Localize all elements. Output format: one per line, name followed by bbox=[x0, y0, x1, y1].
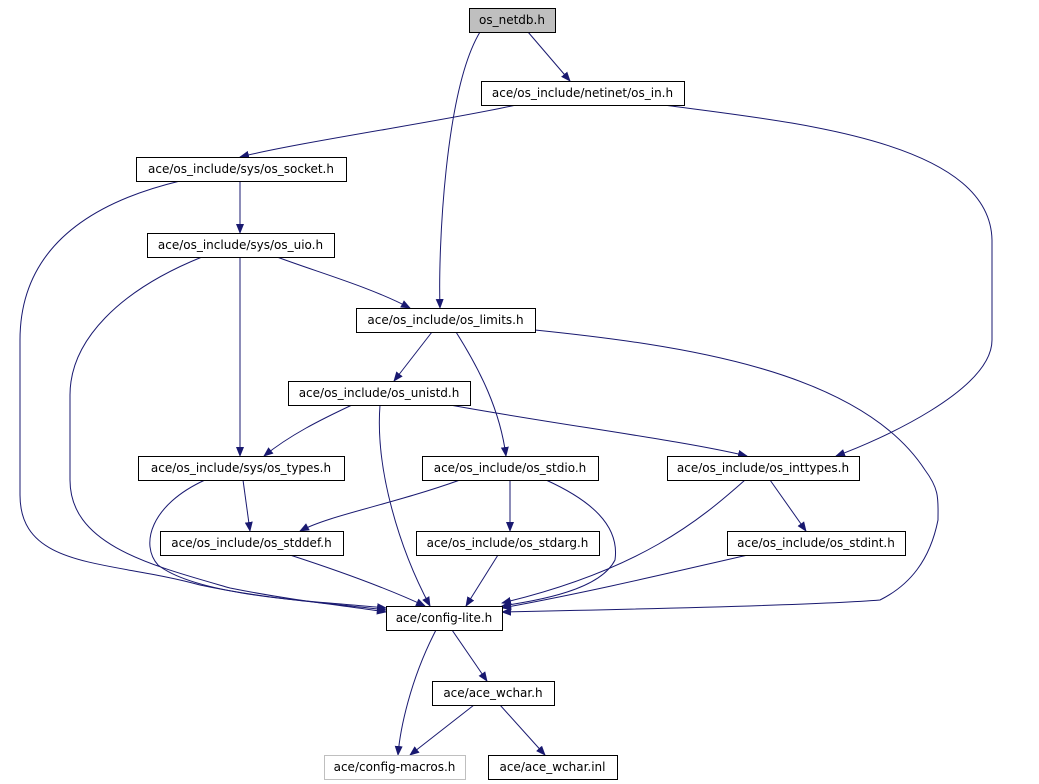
edge-os_stddef-to-config_lite bbox=[289, 554, 426, 607]
node-os-socket[interactable]: ace/os_include/sys/os_socket.h bbox=[136, 157, 347, 182]
node-box bbox=[488, 755, 618, 780]
edge-os_uio-to-os_limits bbox=[276, 256, 411, 309]
edge-os_limits-to-os_stdio bbox=[455, 331, 509, 457]
node-ace-wchar-inl[interactable]: ace/ace_wchar.inl bbox=[488, 755, 618, 780]
node-box bbox=[288, 381, 471, 406]
node-label: ace/os_include/os_stddef.h bbox=[171, 536, 331, 550]
node-label: ace/config-lite.h bbox=[396, 611, 493, 625]
node-box bbox=[324, 755, 466, 780]
node-os-stdint[interactable]: ace/os_include/os_stdint.h bbox=[727, 531, 906, 556]
edge-config_lite-to-config_macros bbox=[394, 629, 437, 756]
node-os-unistd[interactable]: ace/os_include/os_unistd.h bbox=[288, 381, 471, 406]
edge-os_unistd-to-os_inttypes bbox=[449, 404, 748, 458]
node-label: ace/os_include/os_inttypes.h bbox=[677, 461, 849, 475]
node-label: ace/os_include/os_stdarg.h bbox=[427, 536, 589, 550]
edge-os_types-to-os_stddef bbox=[242, 479, 253, 532]
node-box bbox=[147, 233, 335, 258]
node-os-stdio[interactable]: ace/os_include/os_stdio.h bbox=[422, 456, 599, 481]
node-os-inttypes[interactable]: ace/os_include/os_inttypes.h bbox=[667, 456, 860, 481]
node-label: ace/os_include/sys/os_types.h bbox=[151, 461, 331, 475]
node-os-netdb[interactable]: os_netdb.h bbox=[469, 8, 556, 33]
node-os-in[interactable]: ace/os_include/netinet/os_in.h bbox=[481, 81, 685, 106]
edge-os_netdb-to-os_in bbox=[527, 31, 571, 82]
node-box bbox=[727, 531, 906, 556]
node-label: ace/os_include/os_unistd.h bbox=[299, 386, 460, 400]
edge-os_stdio-to-config_lite bbox=[501, 479, 617, 609]
node-ace-wchar[interactable]: ace/ace_wchar.h bbox=[432, 681, 555, 706]
node-label: ace/config-macros.h bbox=[334, 760, 456, 774]
edge-os_in-to-os_inttypes bbox=[663, 104, 993, 457]
node-label: ace/os_include/netinet/os_in.h bbox=[492, 86, 673, 100]
edge-ace_wchar-to-config_macros bbox=[409, 704, 475, 756]
node-label: ace/os_include/os_limits.h bbox=[367, 313, 523, 327]
edge-os_in-to-os_socket bbox=[239, 104, 517, 159]
node-box bbox=[432, 681, 555, 706]
node-box bbox=[416, 531, 600, 556]
node-box bbox=[356, 308, 536, 333]
node-box bbox=[481, 81, 685, 106]
node-os-types[interactable]: ace/os_include/sys/os_types.h bbox=[138, 456, 345, 481]
edge-config_lite-to-ace_wchar bbox=[451, 629, 488, 682]
node-box bbox=[667, 456, 860, 481]
edge-os_types-to-config_lite bbox=[149, 479, 387, 612]
edge-os_stdint-to-config_lite bbox=[501, 554, 749, 611]
node-label: ace/os_include/os_stdint.h bbox=[737, 536, 895, 550]
node-box bbox=[422, 456, 599, 481]
node-label: ace/ace_wchar.h bbox=[443, 686, 542, 700]
edge-os_limits-to-config_lite bbox=[501, 329, 939, 616]
node-box bbox=[469, 8, 556, 33]
edge-os_inttypes-to-os_stdint bbox=[769, 479, 807, 532]
node-config-lite[interactable]: ace/config-lite.h bbox=[386, 606, 503, 631]
node-box bbox=[160, 531, 344, 556]
edge-os_inttypes-to-config_lite bbox=[501, 479, 746, 605]
node-label: ace/os_include/sys/os_uio.h bbox=[158, 238, 323, 252]
node-os-stddef[interactable]: ace/os_include/os_stddef.h bbox=[160, 531, 344, 556]
edge-os_unistd-to-config_lite bbox=[378, 404, 431, 607]
edge-os_limits-to-os_unistd bbox=[393, 331, 433, 382]
node-box bbox=[138, 456, 345, 481]
edge-os_stdarg-to-config_lite bbox=[465, 554, 499, 607]
node-label: ace/os_include/os_stdio.h bbox=[434, 461, 587, 475]
edge-os_netdb-to-os_limits bbox=[435, 31, 481, 309]
node-os-uio[interactable]: ace/os_include/sys/os_uio.h bbox=[147, 233, 335, 258]
edge-os_stdio-to-os_stddef bbox=[299, 479, 461, 532]
node-config-macros[interactable]: ace/config-macros.h bbox=[324, 755, 466, 780]
node-label: ace/ace_wchar.inl bbox=[499, 760, 605, 774]
node-os-stdarg[interactable]: ace/os_include/os_stdarg.h bbox=[416, 531, 600, 556]
edge-os_uio-to-config_lite bbox=[69, 256, 387, 615]
node-box bbox=[136, 157, 347, 182]
node-box bbox=[386, 606, 503, 631]
edge-ace_wchar-to-ace_wchar_inl bbox=[499, 704, 546, 756]
node-label: ace/os_include/sys/os_socket.h bbox=[148, 162, 334, 176]
node-os-limits[interactable]: ace/os_include/os_limits.h bbox=[356, 308, 536, 333]
edge-os_unistd-to-os_types bbox=[263, 404, 353, 457]
edges-layer bbox=[19, 31, 993, 756]
node-label: os_netdb.h bbox=[479, 13, 545, 27]
nodes-layer: os_netdb.h ace/os_include/netinet/os_in.h… bbox=[136, 8, 906, 780]
